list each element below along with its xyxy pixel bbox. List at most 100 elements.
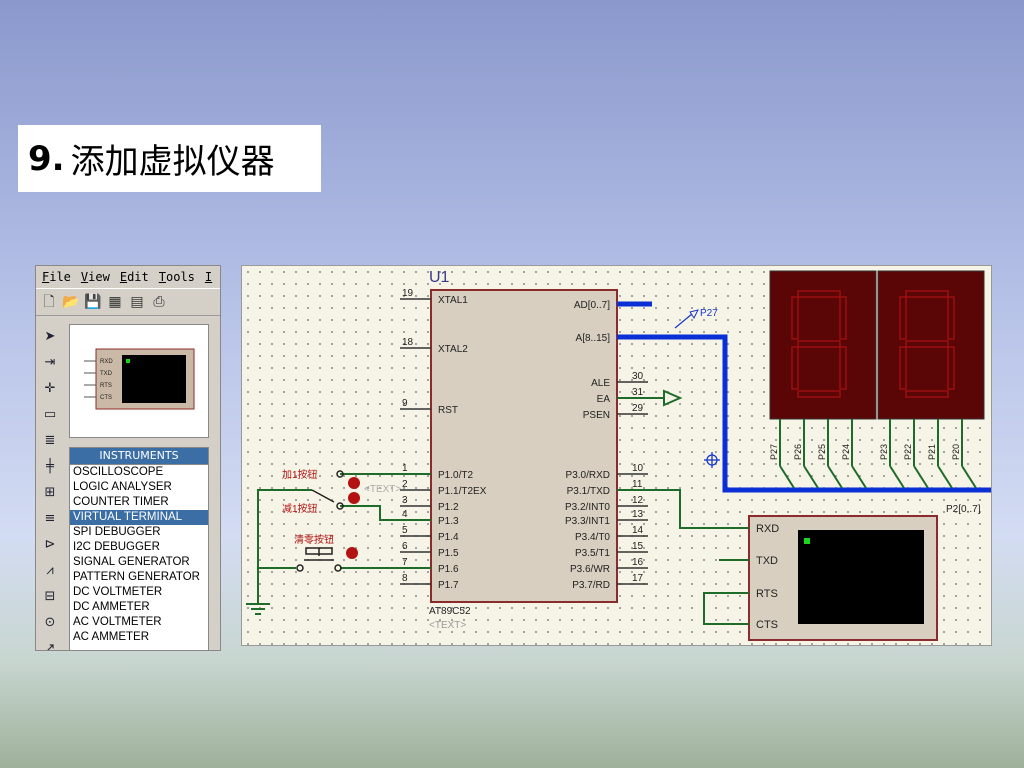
export-icon[interactable]: ▤ (130, 294, 144, 310)
net-label-bus: P2[0..7] (946, 504, 981, 515)
seven-segment-display[interactable] (769, 270, 877, 420)
isis-left-panel: File View Edit Tools I 🗋 📂 💾 ▦ ▤ ⎙ ➤ ⇥ ✛… (35, 265, 221, 651)
terminal-pin-label: RXD (756, 523, 779, 535)
subcircuit-icon[interactable]: ⊞ (44, 485, 56, 500)
terminal-icon[interactable]: ≡ (44, 511, 56, 526)
chip-pin-name: A[8..15] (576, 333, 611, 344)
vcc-terminal (663, 389, 683, 407)
chip-pin-name: AD[0..7] (574, 300, 610, 311)
chip-pin-number: 8 (402, 573, 408, 584)
instrument-item[interactable]: VIRTUAL TERMINAL (70, 510, 208, 525)
graph-icon[interactable]: ⩘ (46, 563, 54, 578)
menu-more[interactable]: I (204, 270, 213, 284)
instrument-item[interactable]: AC VOLTMETER (73, 616, 162, 628)
menu-view[interactable]: View (80, 270, 110, 284)
menu-edit[interactable]: Edit (119, 270, 149, 284)
menu-bar: File View Edit Tools I (36, 266, 220, 289)
import-icon[interactable]: ▦ (108, 294, 122, 310)
chip-pin-number: 10 (632, 463, 644, 474)
button-clear-label: 清零按钮 (294, 533, 334, 546)
display-pin-label: P26 (793, 444, 803, 460)
chip-pin-number: 4 (402, 509, 408, 520)
title-text: 添加虚拟仪器 (70, 142, 275, 182)
chip-pin-number: 16 (632, 557, 644, 568)
chip-part: AT89C52 (429, 606, 471, 617)
display-pin-label: P22 (903, 444, 913, 460)
terminal-pin-label: RTS (756, 588, 778, 600)
chip-pin-name: PSEN (583, 410, 610, 421)
chip-text: <TEXT> (429, 620, 466, 631)
instrument-item[interactable]: LOGIC ANALYSER (73, 481, 172, 493)
save-icon[interactable]: 💾 (84, 294, 102, 310)
net-label-p27: P27 (700, 308, 718, 319)
instrument-item[interactable]: DC VOLTMETER (73, 586, 163, 598)
chip-pin-name: P3.5/T1 (575, 548, 610, 559)
instrument-item[interactable]: PATTERN GENERATOR (73, 571, 200, 583)
display-pin-label: P20 (951, 444, 961, 460)
chip-pin-number: 12 (632, 495, 644, 506)
instruments-header: INSTRUMENTS (69, 447, 209, 465)
tape-icon[interactable]: ⊟ (44, 589, 56, 604)
chip-pin-name: EA (597, 394, 611, 405)
new-file-icon[interactable]: 🗋 (43, 294, 55, 310)
chip-pin-name: P1.2 (438, 502, 459, 513)
generator-icon[interactable]: ⊙ (44, 615, 56, 630)
chip-pin-number: 2 (402, 479, 408, 490)
print-icon[interactable]: ⎙ (153, 294, 165, 310)
text-script-icon[interactable]: ≣ (44, 433, 56, 448)
chip-pin-number: 14 (632, 525, 644, 536)
chip-pin-name: P1.7 (438, 580, 459, 591)
terminal-pin-label: TXD (756, 555, 778, 567)
chip-pin-number: 9 (402, 398, 408, 409)
chip-ref: U1 (429, 269, 450, 286)
menu-file[interactable]: File (42, 270, 71, 284)
junction-icon[interactable]: ✛ (44, 381, 56, 396)
instrument-item[interactable]: SPI DEBUGGER (73, 526, 161, 538)
menu-tools[interactable]: Tools (158, 270, 195, 284)
probe-arrow-icon (674, 313, 693, 329)
crosshair-icon (704, 452, 720, 468)
chip-pin-number: 11 (632, 479, 643, 490)
preview-pin-txd: TXD (100, 371, 113, 377)
chip-pin-name: P1.3 (438, 516, 459, 527)
bus-icon[interactable]: ╪ (46, 459, 54, 474)
chip-pin-name: XTAL2 (438, 344, 468, 355)
display-pin-label: P27 (769, 444, 779, 460)
chip-pin-name: P3.1/TXD (567, 486, 610, 497)
chip-pin-number: 3 (402, 495, 408, 506)
instrument-item[interactable]: COUNTER TIMER (73, 496, 169, 508)
bus-a[interactable] (617, 334, 991, 493)
display-pin-label: P21 (927, 444, 937, 460)
preview-pin-rts: RTS (100, 383, 112, 389)
chip-pin-name: P1.6 (438, 564, 459, 575)
chip-body[interactable] (430, 289, 618, 603)
terminal-cursor (804, 538, 810, 544)
toolbar: 🗋 📂 💾 ▦ ▤ ⎙ (36, 289, 220, 316)
instrument-item[interactable]: OSCILLOSCOPE (73, 466, 164, 478)
chip-pin-number: 17 (632, 573, 644, 584)
chip-pin-name: P3.3/INT1 (565, 516, 610, 527)
instrument-item[interactable]: AC AMMETER (73, 631, 150, 643)
chip-pin-number: 19 (402, 288, 414, 299)
instrument-item[interactable]: DC AMMETER (73, 601, 150, 613)
label-icon[interactable]: ▭ (43, 407, 57, 422)
display-pin-label: P25 (817, 444, 827, 460)
select-arrow-icon[interactable]: ➤ (44, 329, 56, 344)
chip-pin-number: 7 (402, 557, 408, 568)
open-folder-icon[interactable]: 📂 (62, 294, 80, 310)
schematic-drawing: U1 AT89C52 <TEXT> 19XTAL118XTAL29RST1P1.… (246, 269, 991, 641)
device-pin-icon[interactable]: ⊳ (44, 537, 56, 552)
instrument-item[interactable]: SIGNAL GENERATOR (73, 556, 190, 568)
probe-icon[interactable]: ↗ (44, 641, 56, 651)
seven-segment-display[interactable] (877, 270, 985, 420)
chip-pin-number: 18 (402, 337, 414, 348)
button-sub-label: 减1按钮 (282, 502, 318, 515)
chip-pin-name: P1.4 (438, 532, 459, 543)
title-number: 9. (28, 138, 65, 179)
button-add-label: 加1按钮 (282, 468, 318, 481)
chip-pin-name: P1.0/T2 (438, 470, 473, 481)
chip-pin-number: 15 (632, 541, 644, 552)
component-icon[interactable]: ⇥ (44, 355, 56, 370)
instrument-item[interactable]: I2C DEBUGGER (73, 541, 160, 553)
